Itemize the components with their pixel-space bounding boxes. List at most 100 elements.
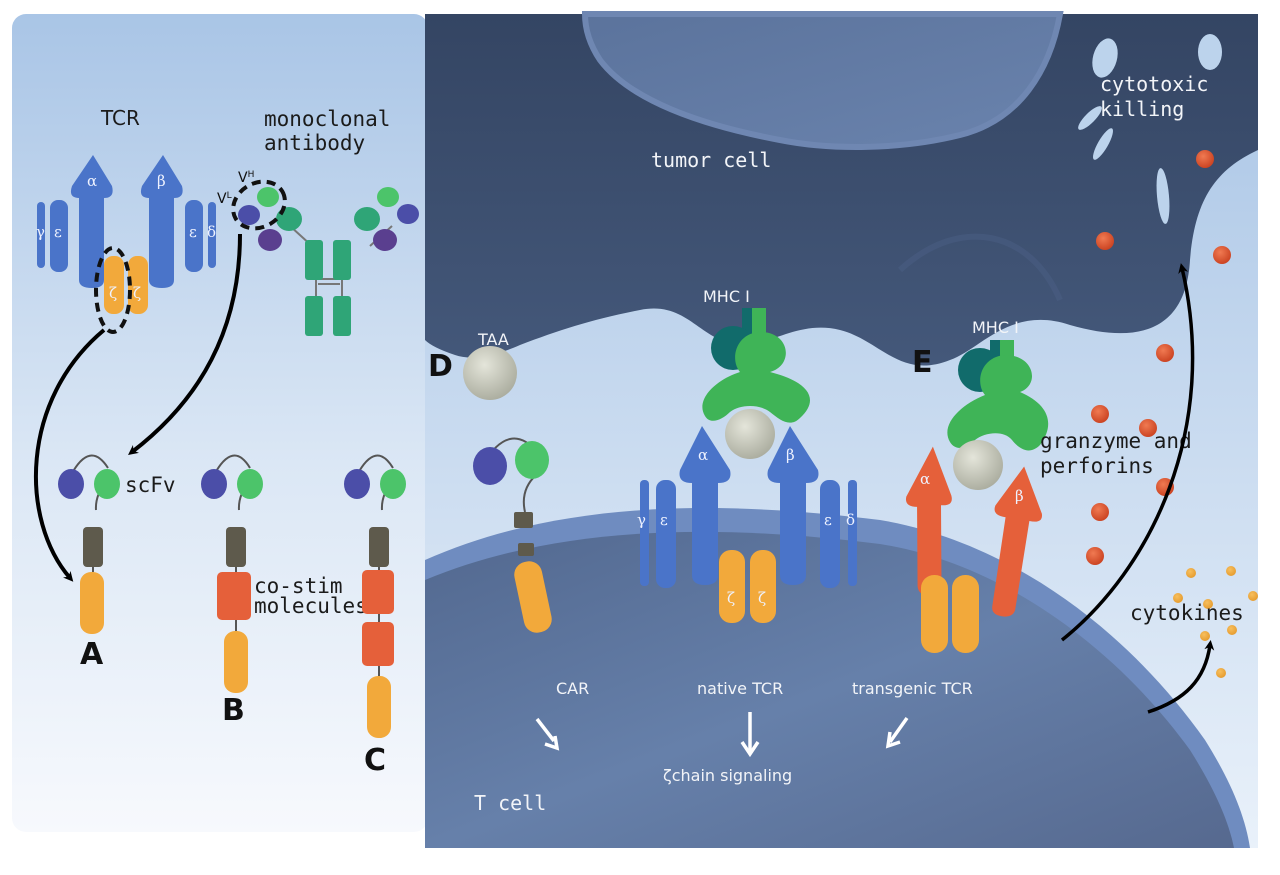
tcr-gamma-chain (37, 202, 45, 268)
native-tcr-epsilon-left (656, 480, 676, 588)
zeta-chain-signaling-label: ζchain signaling (663, 766, 792, 785)
car-b-vl-domain (201, 469, 227, 499)
antibody-cl-right (373, 229, 397, 251)
car-c-transmembrane (369, 527, 389, 567)
granzyme-label-line1: granzyme and (1040, 429, 1192, 453)
native-tcr-zeta-2-label: ζ (758, 589, 766, 607)
taa-antigen (463, 346, 517, 400)
native-tcr: γ ε α β ε δ ζ ζ (637, 426, 857, 623)
granzyme-label-line2: perforins (1040, 454, 1154, 478)
tcr-zeta-2-label: ζ (133, 284, 141, 302)
tcr-zeta-chain-1 (104, 256, 124, 314)
granule (1096, 232, 1114, 250)
antibody-fc-left (305, 296, 323, 336)
tcr-complex: γ ε α β ε δ ζ ζ (36, 155, 216, 334)
signal-source-native-tcr: native TCR (697, 679, 783, 698)
mhc-complex-2 (947, 340, 1049, 490)
native-tcr-beta-label: β (786, 446, 795, 464)
left-panel-background (12, 14, 428, 832)
signal-source-car: CAR (556, 679, 589, 698)
cytokine (1226, 566, 1236, 576)
car-construct-a (58, 454, 120, 634)
car-construct-b (201, 454, 263, 693)
tcr-beta-chain (140, 155, 183, 288)
taa-label: TAA (477, 330, 509, 349)
native-signal-arrowhead (740, 741, 760, 758)
antibody-vh-left (257, 187, 279, 207)
perforation-hole (1198, 34, 1222, 70)
native-tcr-epsilon-right-label: ε (824, 511, 832, 529)
native-tcr-delta-label: δ (846, 511, 855, 529)
tcr-alpha-label: α (87, 172, 97, 190)
car-signal-arrow (535, 717, 556, 743)
signal-source-transgenic-tcr: transgenic TCR (852, 679, 973, 698)
vh-label: VH (238, 170, 254, 186)
car-b-vh-domain (237, 469, 263, 499)
cytokines-label: cytokines (1130, 601, 1244, 625)
car-construct-c (344, 454, 406, 738)
antibody-ch1-left (276, 207, 302, 231)
native-tcr-delta (848, 480, 857, 586)
peptide-antigen-1 (725, 409, 775, 459)
antibody-heavy-chain-right (333, 240, 351, 280)
native-tcr-gamma-label: γ (637, 511, 646, 529)
left-panel: TCR γ ε α β ε δ ζ ζ monoclonal antibody … (12, 14, 428, 832)
antibody-cl-left (258, 229, 282, 251)
car-c-vh-domain (380, 469, 406, 499)
cytotoxic-killing-arrow (1060, 263, 1195, 642)
granule (1196, 150, 1214, 168)
scfv-to-car-arrow (128, 233, 242, 456)
tcr-delta-chain (208, 202, 216, 268)
antibody-fc-right (333, 296, 351, 336)
native-tcr-epsilon-left-label: ε (660, 511, 668, 529)
tcr-epsilon-left-chain (50, 200, 68, 272)
tcr-epsilon-right-chain (185, 200, 203, 272)
mhc-label-1: MHC I (703, 287, 750, 306)
car-vh-domain (515, 441, 549, 479)
tcr-epsilon-right-label: ε (189, 223, 197, 241)
car-c-costim-domain-2 (362, 622, 394, 666)
transgenic-tcr-beta (992, 466, 1042, 617)
tcr-beta-label: β (157, 172, 166, 190)
car-a-transmembrane (83, 527, 103, 567)
tumor-cell-label: tumor cell (651, 148, 771, 172)
perforation-hole (1093, 128, 1113, 160)
antibody-heavy-chain-left (305, 240, 323, 280)
cytokine (1203, 599, 1213, 609)
native-tcr-alpha (679, 426, 731, 585)
native-tcr-beta (767, 426, 819, 585)
granule (1156, 344, 1174, 362)
cytokine (1173, 593, 1183, 603)
cytotoxic-label-line1: cytotoxic (1100, 72, 1208, 96)
tcr-zeta-chain-2 (128, 256, 148, 314)
membrane-car (473, 437, 552, 633)
tcr-gamma-label: γ (36, 223, 45, 241)
tcr-delta-label: δ (207, 223, 216, 241)
perforation-hole (1092, 38, 1118, 78)
car-b-zeta-domain (224, 631, 248, 693)
tcr-epsilon-left-label: ε (54, 223, 62, 241)
perforation-hole (1156, 168, 1170, 224)
cytokine-release-arrow (1147, 640, 1215, 714)
tcr-zeta-1-label: ζ (109, 284, 117, 302)
mhc-label-2: MHC I (972, 318, 1019, 337)
car-c-zeta-domain (367, 676, 391, 738)
transgenic-tcr-alpha-label: α (920, 470, 930, 488)
antibody-vl-right (397, 204, 419, 224)
monoclonal-antibody (231, 179, 419, 336)
transgenic-signal-arrowhead (885, 731, 901, 749)
mhc-alpha-chain (702, 331, 810, 423)
variable-region-highlight-circle (231, 179, 287, 231)
cytokine (1216, 668, 1226, 678)
costim-label-line2: molecules (254, 594, 368, 618)
mhc-complex-1 (702, 308, 810, 459)
zeta-to-car-arrow (33, 328, 106, 582)
car-a-vh-domain (94, 469, 120, 499)
car-transmembrane-outer (514, 512, 533, 528)
cytokine (1200, 631, 1210, 641)
cytokine (1186, 568, 1196, 578)
construct-label-a: A (80, 637, 104, 672)
granule (1139, 419, 1157, 437)
